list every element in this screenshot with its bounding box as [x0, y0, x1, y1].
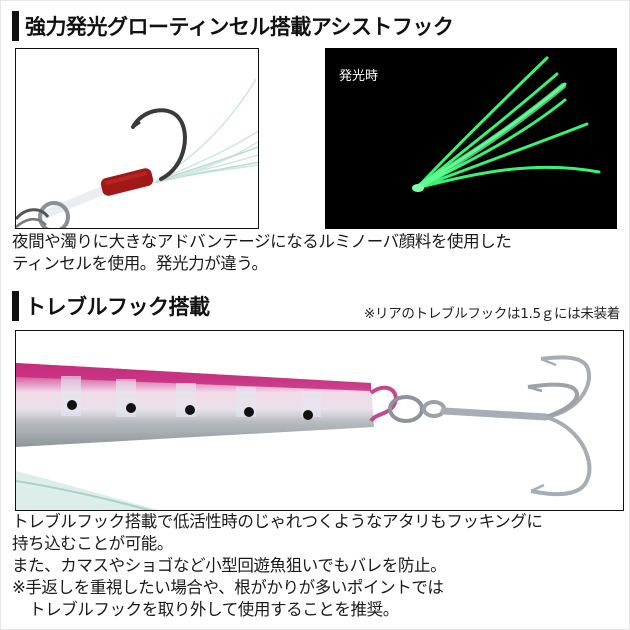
glow-tinsel-photo: 発光時 [325, 48, 617, 229]
glow-caption: 発光時 [339, 69, 379, 84]
description-line: ティンセルを使用。発光力が違う。 [12, 254, 268, 273]
treble-hook-note: ※リアのトレブルフックは1.5ｇには未装着 [364, 306, 620, 322]
assist-hook-illustration [16, 78, 258, 228]
heading-title: トレブルフック搭載 [25, 295, 210, 319]
assist-hook-photo [15, 48, 259, 229]
glow-tinsel-illustration [412, 56, 601, 192]
description-line: 持ち込むことが可能。 [12, 534, 174, 553]
glow-tinsel-description: 夜間や濁りに大きなアドバンテージになるルミノーバ顔料を使用した ティンセルを使用… [12, 231, 512, 275]
heading-bar [12, 11, 19, 41]
lure-illustration [16, 355, 592, 510]
section-heading-treble-hook: トレブルフック搭載 [12, 291, 210, 321]
description-line: トレブルフックを取り外して使用することを推奨。 [29, 600, 399, 619]
treble-hook-description: トレブルフック搭載で低活性時のじゃれつくようなアタリもフッキングに 持ち込むこと… [12, 511, 543, 621]
heading-bar [12, 291, 19, 321]
description-line: また、カマスやショゴなど小型回遊魚狙いでもバレを防止。 [12, 556, 447, 575]
section-heading-glow-tinsel: 強力発光グローティンセル搭載アシストフック [12, 11, 454, 41]
description-line: 夜間や濁りに大きなアドバンテージになるルミノーバ顔料を使用した [12, 232, 512, 251]
description-line: ※手返しを重視したい場合や、根がかりが多いポイントでは [12, 578, 444, 597]
lure-treble-hook-photo [15, 330, 624, 511]
description-line: トレブルフック搭載で低活性時のじゃれつくようなアタリもフッキングに [12, 512, 543, 531]
heading-title: 強力発光グローティンセル搭載アシストフック [25, 15, 454, 39]
